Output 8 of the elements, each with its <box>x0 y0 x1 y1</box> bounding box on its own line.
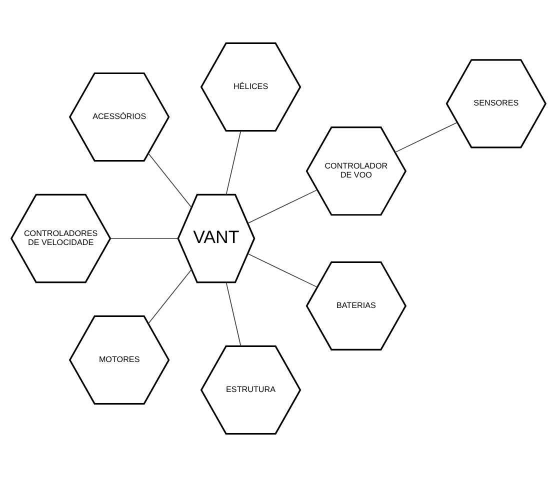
connector <box>226 282 242 346</box>
connector <box>394 122 458 153</box>
connector <box>148 153 192 208</box>
connector <box>248 253 318 288</box>
connector <box>148 269 192 324</box>
connector <box>110 238 178 239</box>
connector <box>248 190 318 224</box>
connector <box>226 130 242 196</box>
